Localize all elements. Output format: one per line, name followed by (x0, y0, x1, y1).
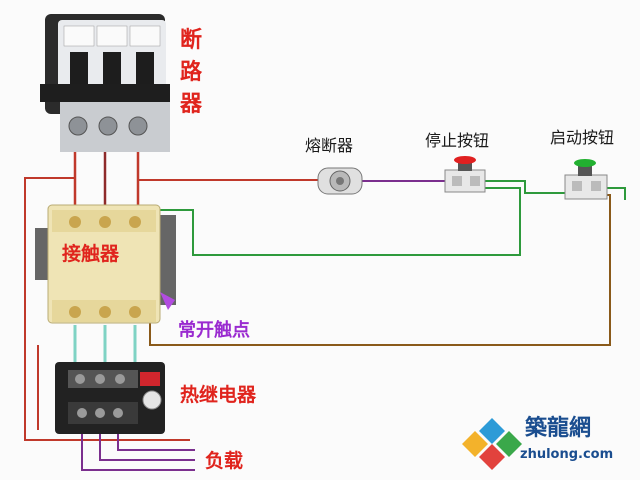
contactor (35, 204, 176, 324)
watermark-logo-icon (462, 418, 522, 470)
load-label: 负载 (205, 450, 244, 472)
contactor-label: 接触器 (62, 243, 120, 265)
watermark-url: zhulong.com (520, 447, 614, 462)
start-button-device (564, 159, 608, 200)
wire-stop-start (485, 180, 568, 194)
stop-button-device (444, 156, 486, 193)
fuse-label: 熔断器 (305, 136, 354, 155)
aux-contact-label: 常开触点 (178, 320, 250, 341)
breaker-label-3: 器 (180, 92, 203, 117)
stop-button-label: 停止按钮 (425, 131, 490, 150)
start-button-label: 启动按钮 (550, 128, 615, 147)
wire-start-right (605, 187, 626, 200)
wire-load-1 (81, 420, 195, 471)
breaker-label-2: 路 (180, 60, 203, 85)
wire-start-back (160, 187, 521, 256)
circuit-breaker (40, 14, 170, 152)
fuse (317, 167, 363, 195)
watermark-brand: 築龍網 (525, 416, 592, 441)
breaker-label-1: 断 (180, 28, 203, 53)
thermal-relay-label: 热继电器 (180, 384, 257, 406)
wire-left-red (24, 177, 190, 441)
thermal-relay (55, 362, 165, 434)
